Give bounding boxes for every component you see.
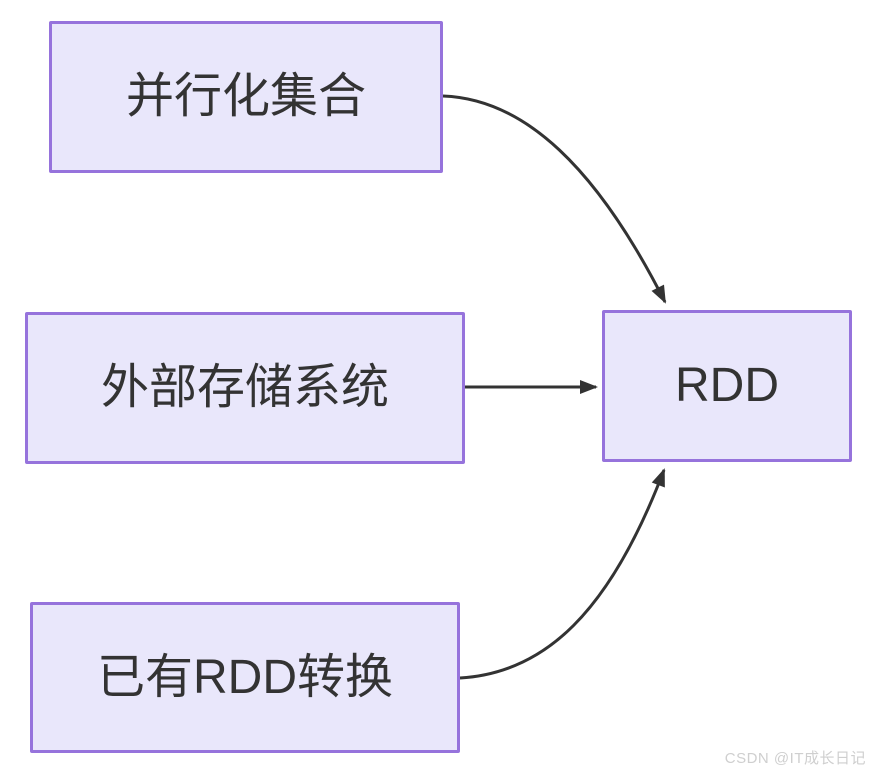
node-existing-rdd-transform-label: 已有RDD转换 [97,650,393,704]
node-external-storage-system-label: 外部存储系统 [100,361,389,414]
node-external-storage-system: 外部存储系统 [25,312,465,464]
node-rdd-label: RDD [675,359,779,412]
node-rdd: RDD [602,310,852,462]
node-existing-rdd-transform: 已有RDD转换 [30,602,460,753]
edge-existing-rdd-to-rdd [459,468,666,680]
node-parallelized-collection-label: 并行化集合 [125,70,366,123]
watermark-text: CSDN @IT成长日记 [724,750,866,767]
edge-parallelized-collection-to-rdd [442,94,667,304]
node-parallelized-collection: 并行化集合 [49,21,443,173]
